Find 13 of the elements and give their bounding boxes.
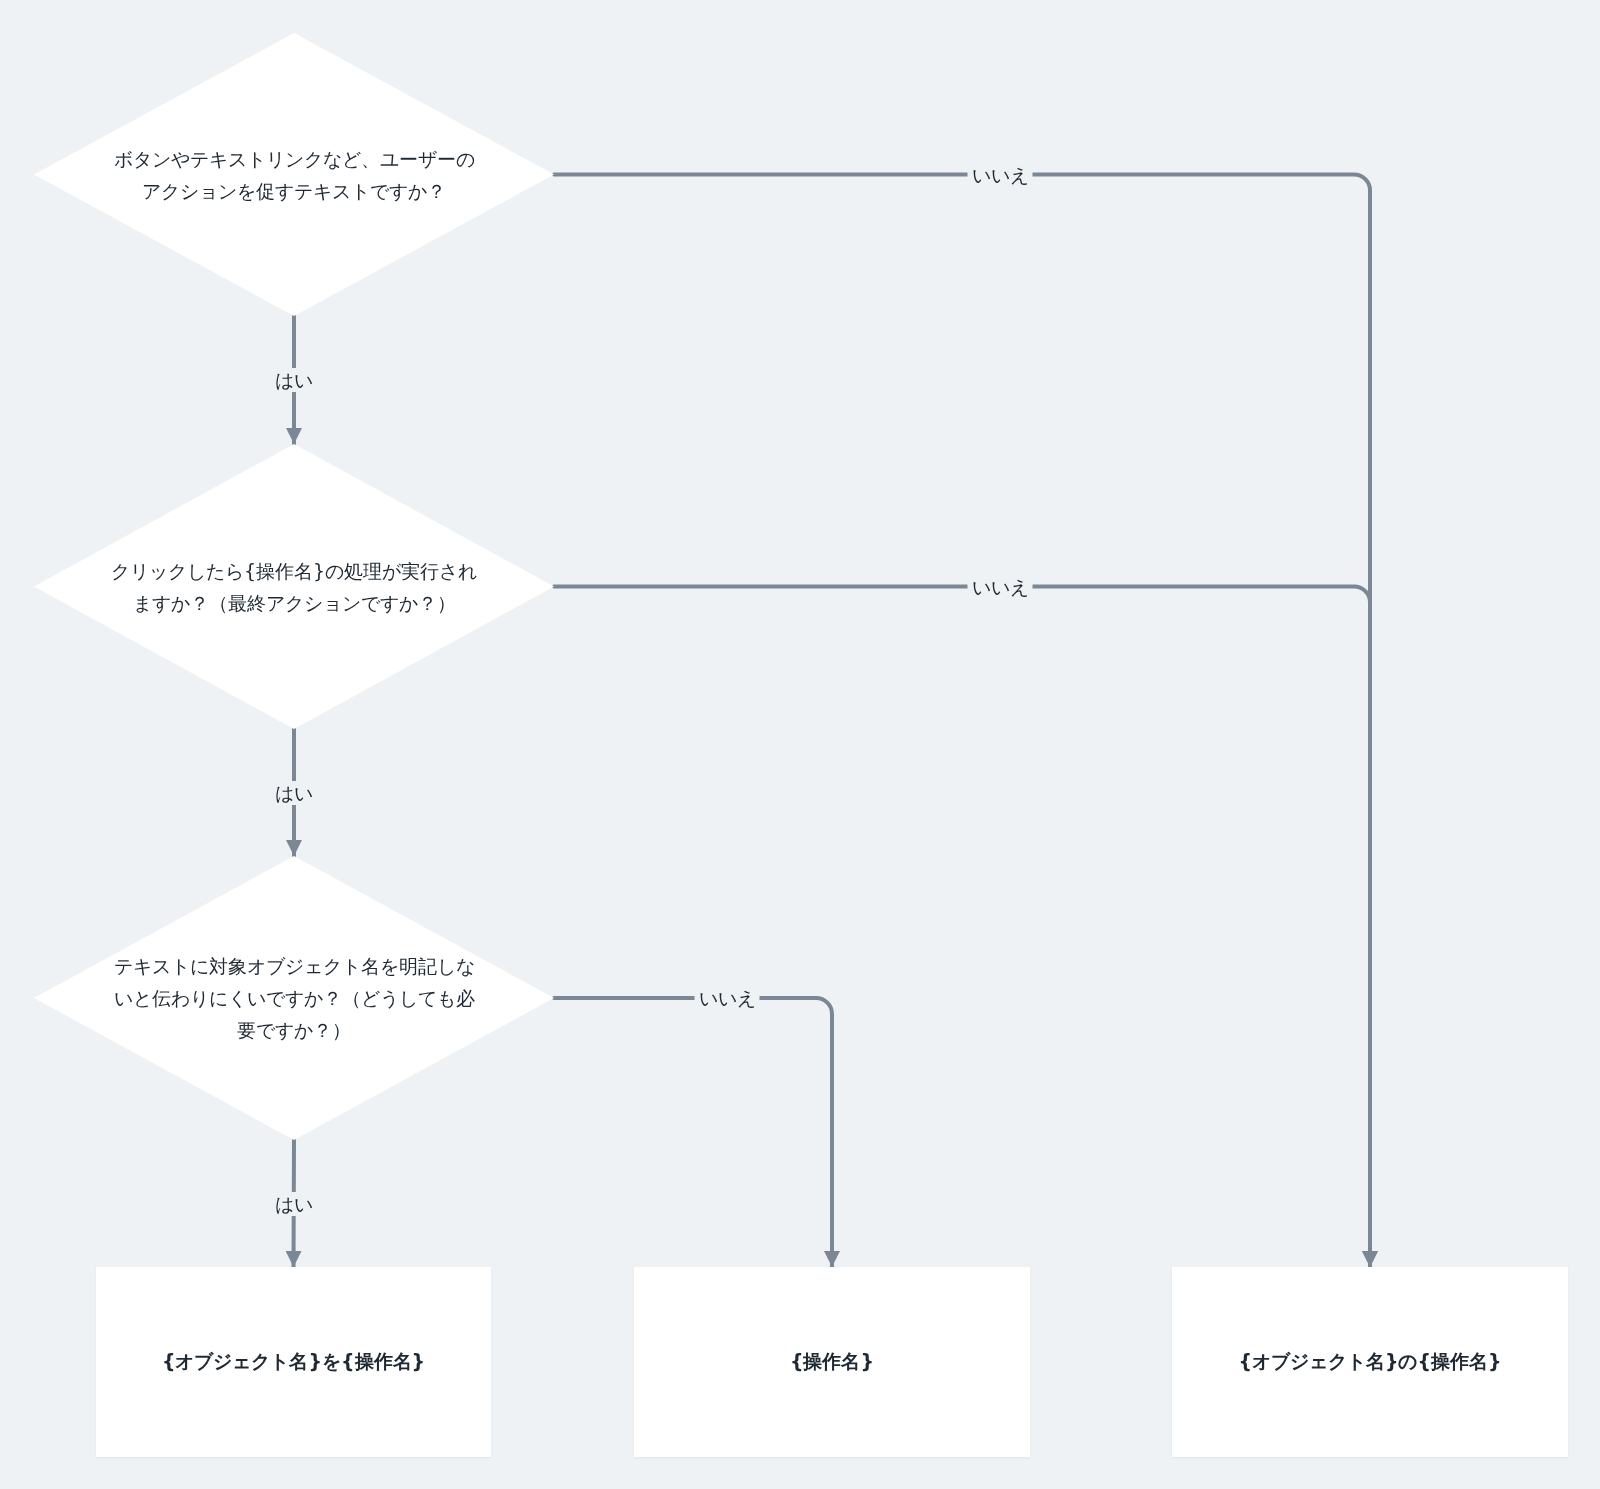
result-text: {オブジェクト名}を{操作名}: [161, 1349, 426, 1374]
decision-diamond: [34, 856, 554, 1140]
arrow: [552, 996, 840, 1269]
result-box: [96, 1267, 491, 1457]
question-text: ボタンやテキストリンクなど、ユーザーのアクションを促すテキストですか？: [112, 146, 476, 204]
result-box: [634, 1267, 1030, 1457]
decision-diamond: [34, 444, 554, 729]
result-text: {オブジェクト名}の{操作名}: [1238, 1349, 1502, 1374]
decision-diamond: [34, 33, 554, 316]
result-text: {操作名}: [789, 1349, 875, 1374]
question-text: クリックしたら{操作名}の処理が実行されますか？（最終アクションですか？）: [109, 558, 479, 616]
result-box: [1172, 1267, 1568, 1457]
question-text: テキストに対象オブジェクト名を明記しないと伝わりにくいですか？（どうしても必要ですか？）: [112, 954, 476, 1043]
